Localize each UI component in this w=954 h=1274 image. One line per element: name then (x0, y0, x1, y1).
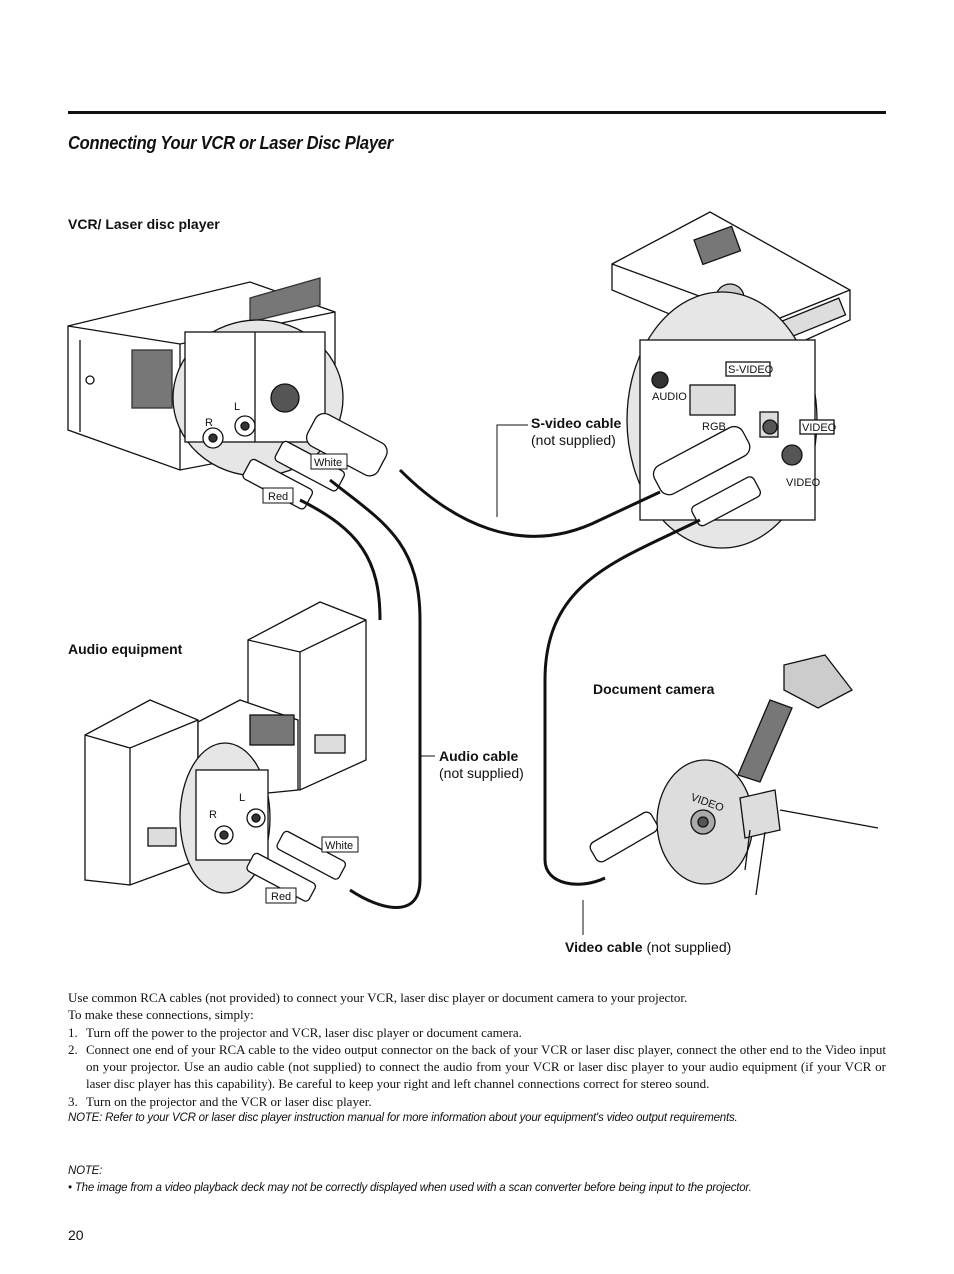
note-2: NOTE: • The image from a video playback … (68, 1163, 886, 1197)
red-tag-box-2 (265, 887, 297, 904)
video-cable-note: (not supplied) (642, 939, 732, 955)
note-2-text: • The image from a video playback deck m… (68, 1182, 752, 1194)
page-heading: Connecting Your VCR or Laser Disc Player (68, 133, 393, 153)
audio-cable-title: Audio cable (439, 748, 519, 764)
video-jack-label: VIDEO (802, 422, 837, 434)
document-camera-label: Document camera (593, 681, 715, 697)
audio-cable-label: Audio cable (not supplied) (439, 748, 524, 782)
white-tag-top: White (314, 457, 342, 469)
svideo-cable-label: S-video cable (not supplied) (531, 415, 621, 449)
svideo-cable-note: (not supplied) (531, 432, 616, 448)
step-number: 2. (68, 1041, 78, 1057)
note-2-title: NOTE: (68, 1165, 103, 1177)
leader-lines (420, 424, 584, 935)
red-tag-box (262, 487, 294, 504)
red-tag-top: Red (268, 491, 288, 503)
vcr-jack-detail (172, 319, 344, 477)
document-camera (656, 654, 879, 896)
r2-label: R (209, 809, 217, 821)
intro-text: Use common RCA cables (not provided) to … (68, 990, 688, 1005)
vcr-label: VCR/ Laser disc player (68, 216, 220, 232)
vcr-rca-plugs (242, 412, 388, 510)
svideo-cable-title: S-video cable (531, 415, 622, 431)
step-text: Turn on the projector and the VCR or las… (86, 1093, 372, 1109)
video-cable-label: Video cable (not supplied) (565, 939, 731, 956)
audio-equipment-label: Audio equipment (68, 641, 183, 657)
steps-list: 1. Turn off the power to the projector an… (68, 1024, 886, 1110)
rgb-small-label: RGB (702, 421, 726, 433)
l-label: L (234, 401, 240, 413)
step-item: 1. Turn off the power to the projector an… (68, 1024, 886, 1041)
header-rule (68, 111, 886, 114)
red-tag-bottom: Red (271, 891, 291, 903)
video-small-label: VIDEO (786, 477, 821, 489)
audio-rca-plugs (246, 830, 347, 902)
lead-text: To make these connections, simply: (68, 1007, 254, 1023)
white-tag-box-2 (321, 836, 359, 853)
white-tag-box (310, 453, 348, 470)
video-cable-title: Video cable (565, 939, 643, 955)
step-text: Connect one end of your RCA cable to the… (86, 1041, 886, 1092)
audio-small-label: AUDIO (652, 391, 687, 403)
step-number: 3. (68, 1093, 78, 1109)
step-item: 2. Connect one end of your RCA cable to t… (68, 1041, 886, 1093)
r-label: R (205, 417, 213, 429)
svideo-jack-label: S-VIDEO (728, 364, 774, 376)
white-tag-bottom: White (325, 840, 353, 852)
instructions: Use common RCA cables (not provided) to … (68, 989, 886, 1127)
cables (299, 468, 701, 909)
step-item: 3. Turn on the projector and the VCR or l… (68, 1093, 886, 1110)
l2-label: L (239, 792, 245, 804)
page-number: 20 (68, 1227, 84, 1243)
step-text: Turn off the power to the projector and … (86, 1024, 522, 1040)
projector-plugs (652, 425, 762, 527)
camera-rca-plug (589, 811, 659, 863)
note-1: NOTE: Refer to your VCR or laser disc pl… (68, 1112, 738, 1125)
audio-jack-detail (179, 742, 271, 894)
connection-diagram: R L White Red S-VIDEO VIDEO AUDIO RGB VI… (67, 211, 879, 935)
audio-cable-note: (not supplied) (439, 765, 524, 781)
step-number: 1. (68, 1024, 78, 1040)
